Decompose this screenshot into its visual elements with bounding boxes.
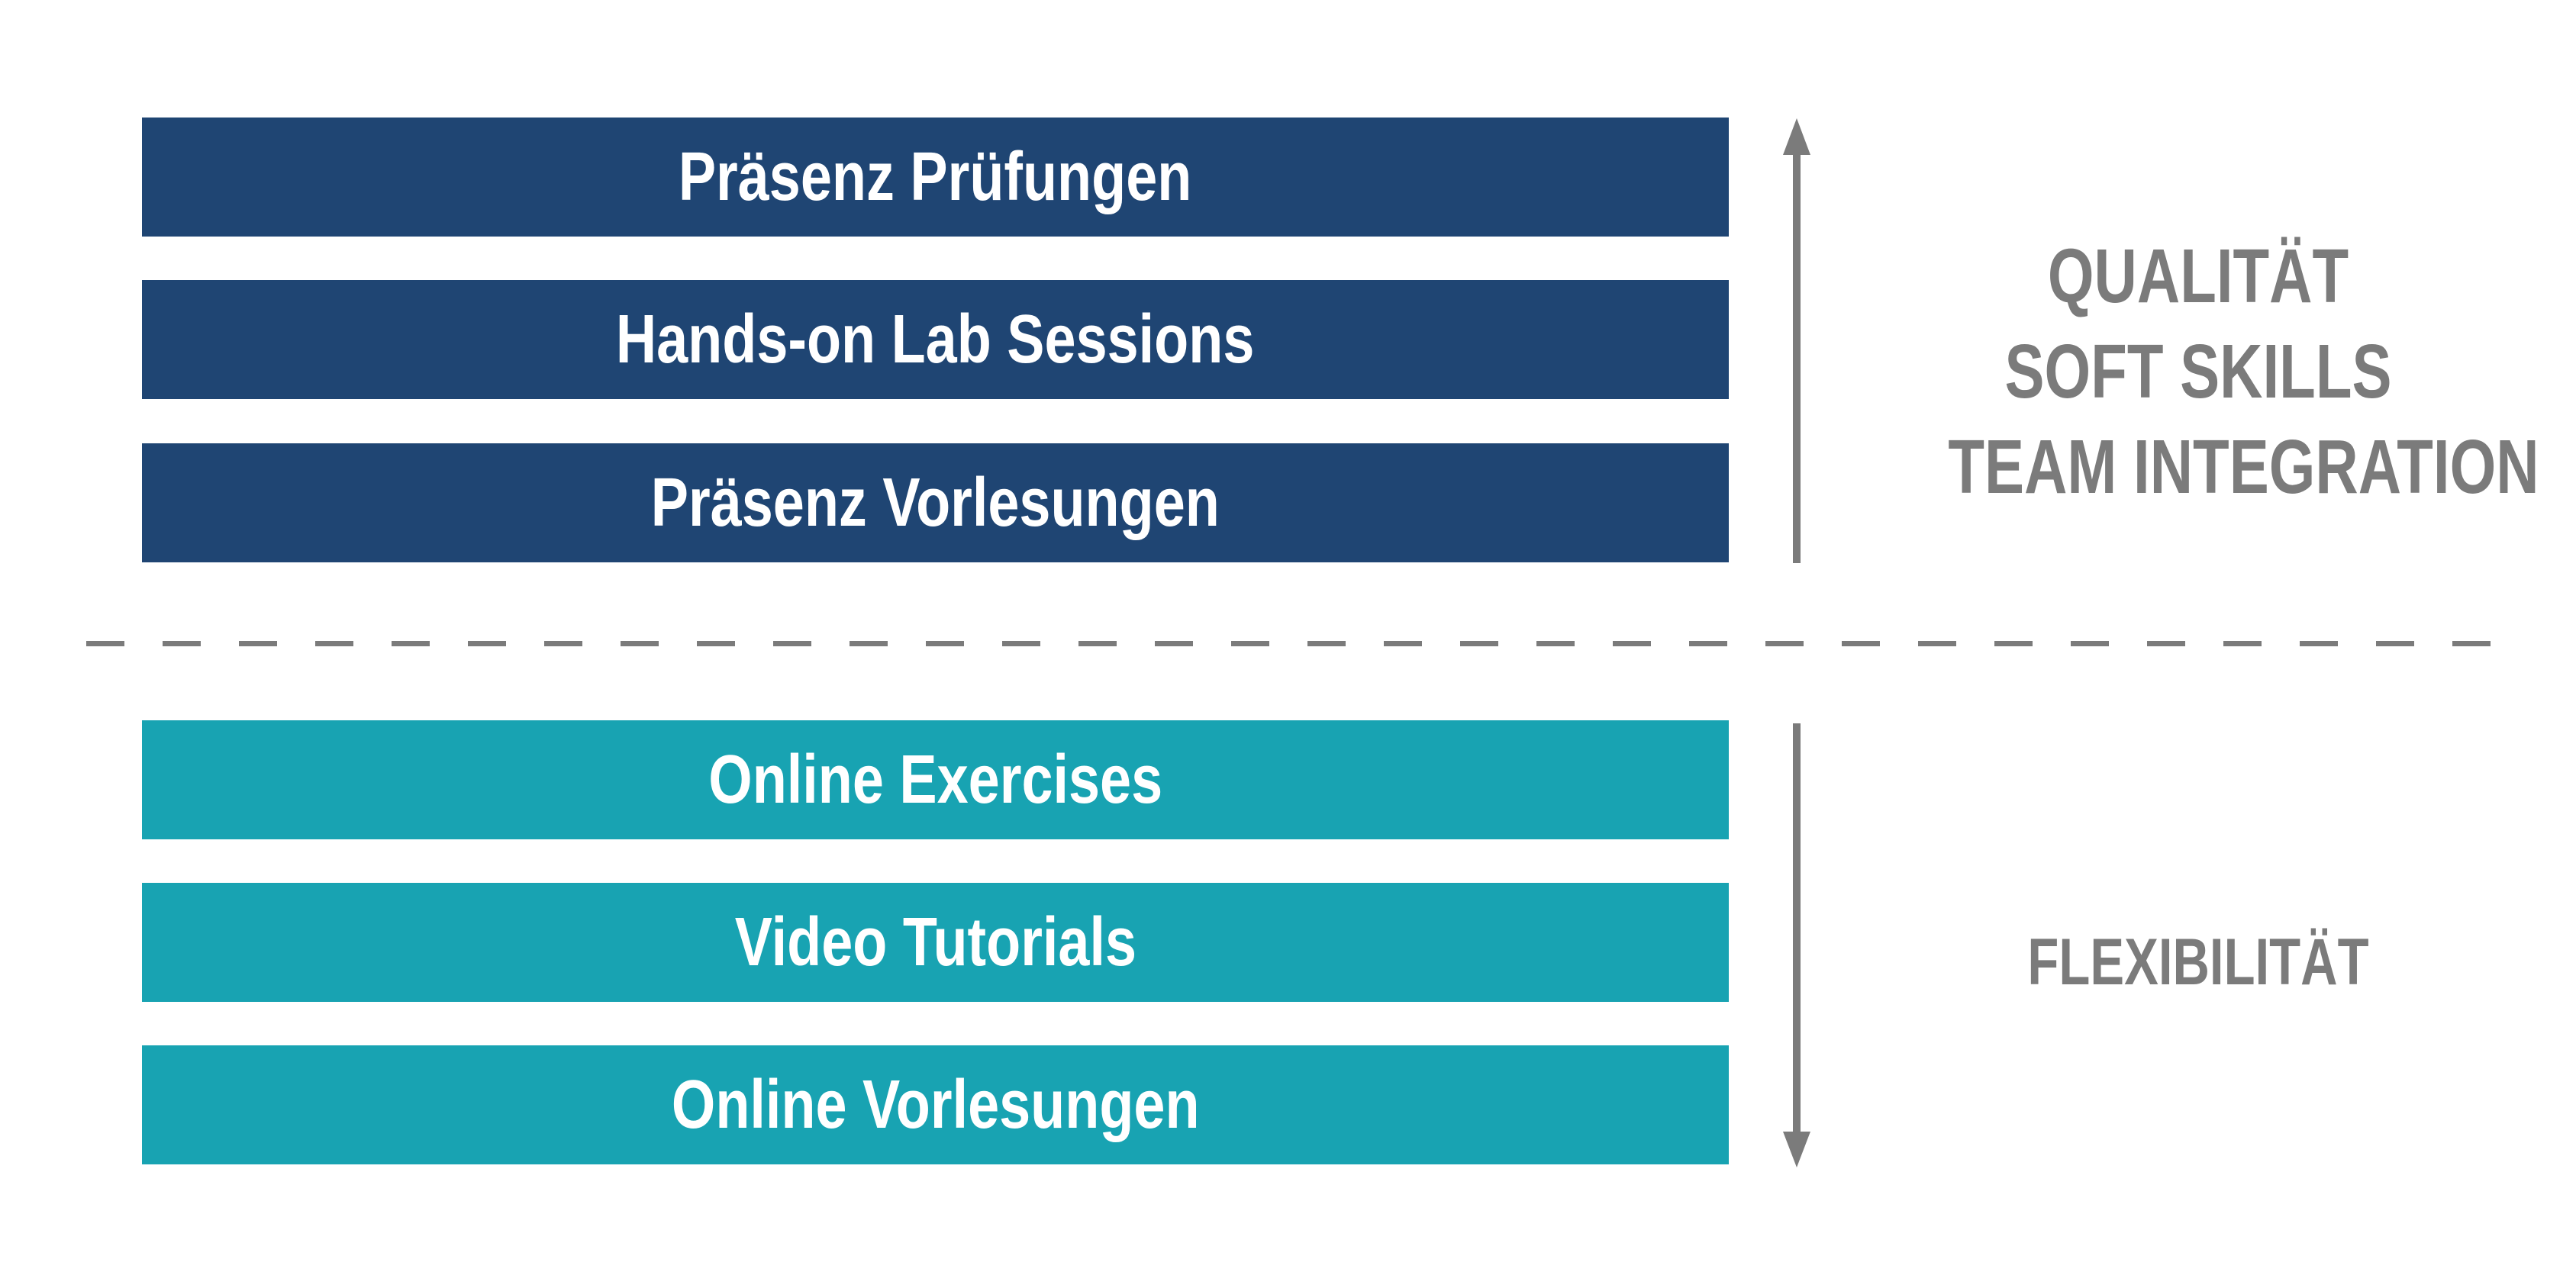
bar-hands-on-lab-sessions: Hands-on Lab Sessions — [142, 280, 1729, 399]
flexibility-annotation: FLEXIBILITÄT — [1878, 929, 2519, 995]
up-arrow-icon — [1783, 118, 1810, 155]
bar-praesenz-pruefungen: Präsenz Prüfungen — [142, 118, 1729, 237]
bar-online-vorlesungen: Online Vorlesungen — [142, 1045, 1729, 1164]
bar-label: Online Vorlesungen — [671, 1066, 1200, 1143]
down-arrow-line — [1793, 723, 1801, 1132]
quality-annotation: QUALITÄT SOFT SKILLS TEAM INTEGRATION — [1878, 229, 2539, 515]
annotation-line-flexibilitaet: FLEXIBILITÄT — [2027, 926, 2369, 999]
bar-label: Video Tutorials — [734, 903, 1136, 980]
dashed-divider — [86, 641, 2494, 646]
bar-label: Präsenz Prüfungen — [679, 138, 1192, 215]
bar-label: Hands-on Lab Sessions — [616, 301, 1255, 378]
up-arrow-line — [1793, 153, 1801, 563]
annotation-line-qualitaet: QUALITÄT — [2047, 233, 2349, 319]
annotation-line-team-integration: TEAM INTEGRATION — [1948, 424, 2539, 510]
bar-label: Online Exercises — [708, 741, 1162, 818]
down-arrow-icon — [1783, 1132, 1810, 1167]
bar-online-exercises: Online Exercises — [142, 720, 1729, 839]
annotation-line-soft-skills: SOFT SKILLS — [2004, 329, 2392, 414]
bar-label: Präsenz Vorlesungen — [650, 464, 1220, 541]
bar-video-tutorials: Video Tutorials — [142, 883, 1729, 1002]
bar-praesenz-vorlesungen: Präsenz Vorlesungen — [142, 443, 1729, 562]
